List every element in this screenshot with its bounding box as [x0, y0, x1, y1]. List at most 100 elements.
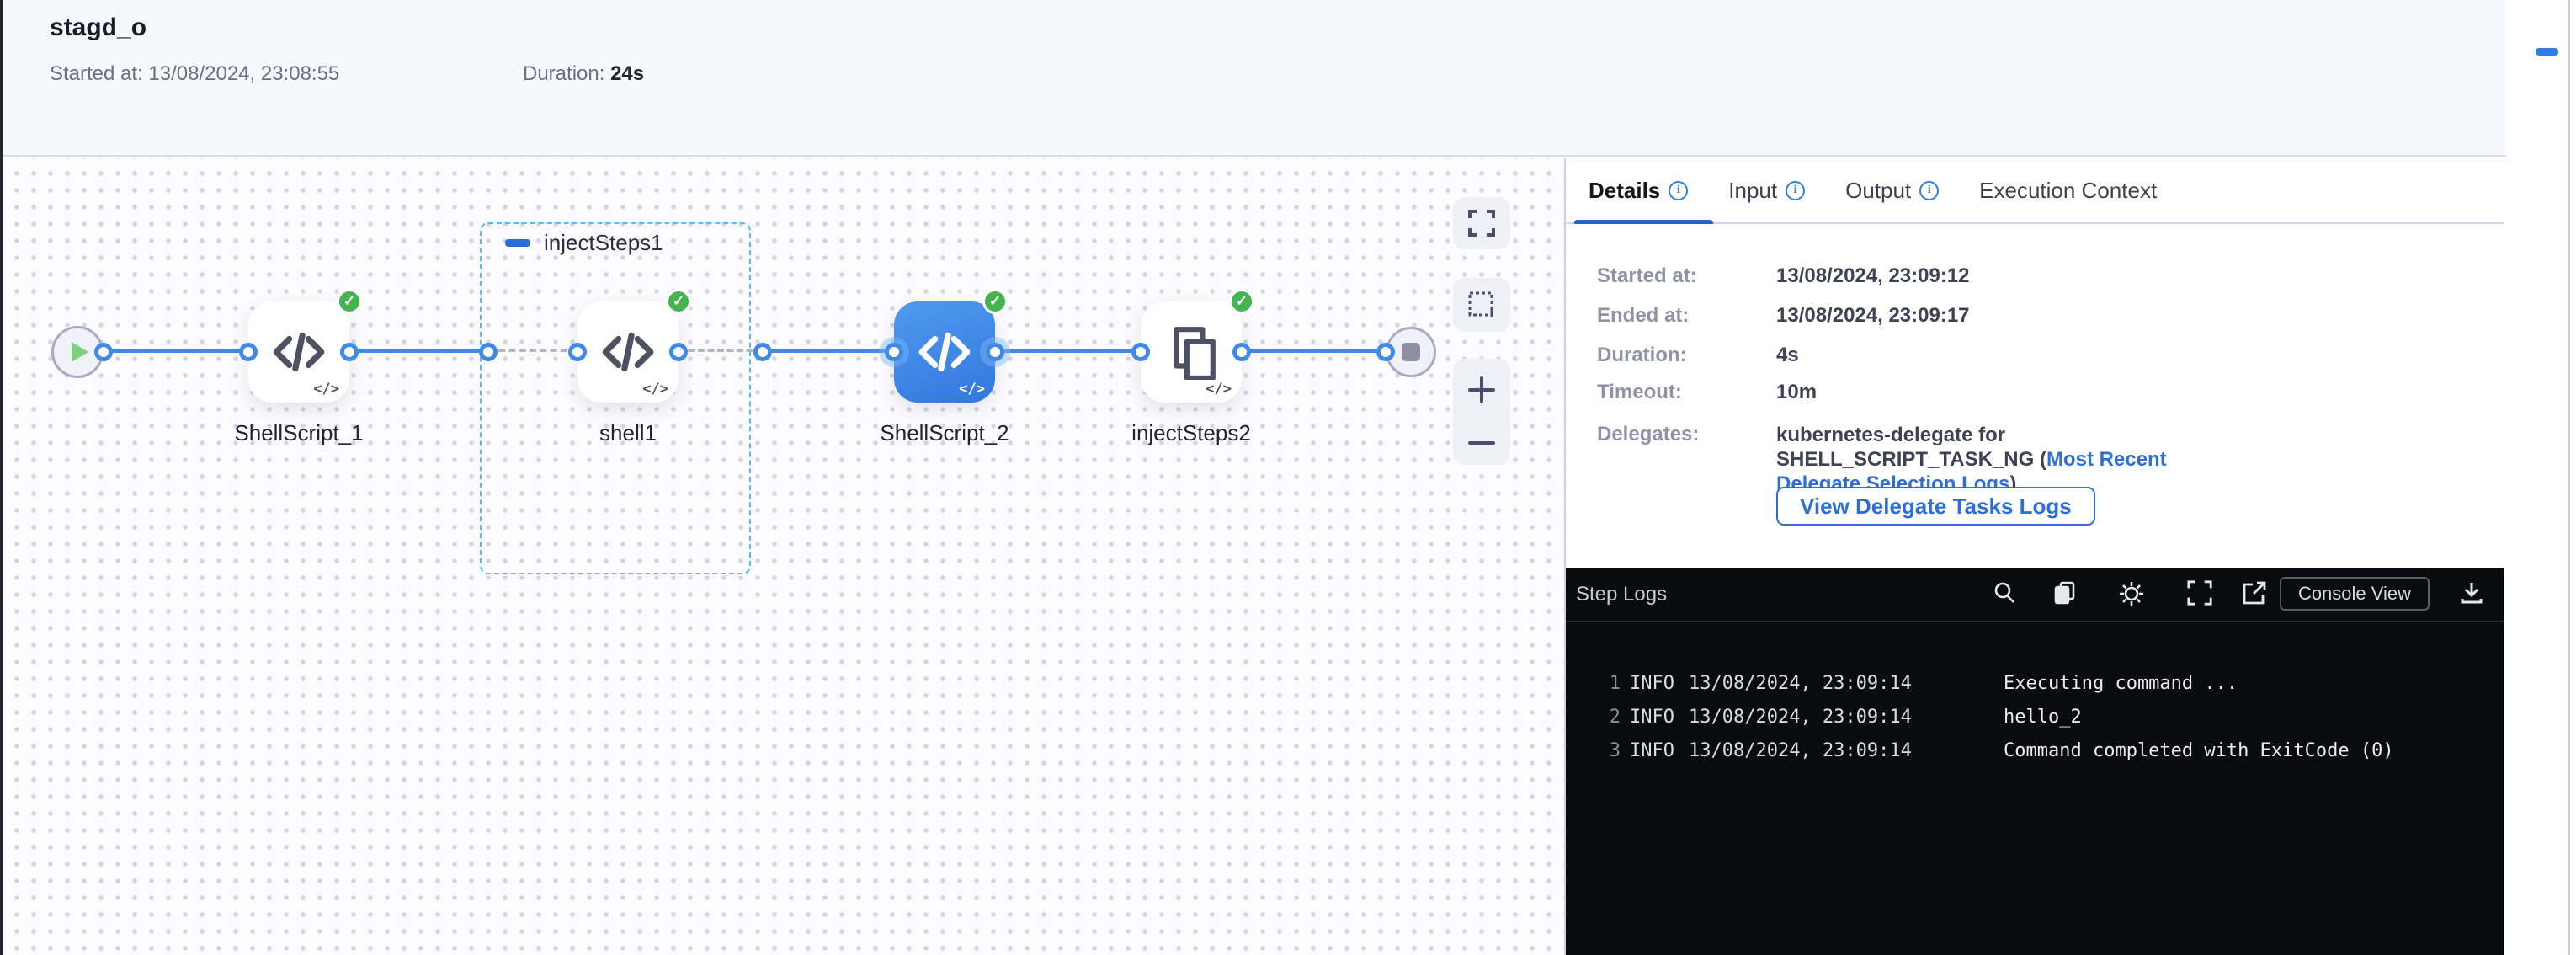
- tab-details[interactable]: Details i: [1589, 177, 1689, 204]
- success-badge: ✓: [666, 289, 691, 314]
- collapse-group-icon[interactable]: [505, 239, 530, 247]
- log-timestamp: 13/08/2024, 23:09:14: [1689, 740, 1912, 761]
- info-icon[interactable]: i: [1919, 180, 1940, 200]
- port[interactable]: [568, 343, 587, 361]
- play-icon: [72, 342, 88, 362]
- view-delegate-tasks-logs-button[interactable]: View Delegate Tasks Logs: [1776, 487, 2095, 526]
- success-badge: ✓: [337, 289, 362, 314]
- console-header: Step Logs Console View: [1566, 568, 2504, 622]
- console-title: Step Logs: [1576, 583, 1668, 606]
- log-level: INFO: [1630, 740, 1674, 761]
- console-view-button[interactable]: Console View: [2280, 577, 2430, 611]
- port[interactable]: [340, 343, 359, 361]
- node-injectsteps2[interactable]: </>: [1141, 301, 1242, 403]
- info-icon[interactable]: i: [1669, 180, 1689, 200]
- copy-steps-icon: [1174, 327, 1216, 380]
- duration-label: Duration:: [523, 62, 611, 85]
- port[interactable]: [986, 343, 1004, 361]
- log-timestamp: 13/08/2024, 23:09:14: [1689, 673, 1912, 694]
- side-strip-divider: [2568, 0, 2570, 955]
- detail-value: 13/08/2024, 23:09:12: [1776, 264, 1970, 287]
- shell-script-type-icon: </>: [642, 381, 668, 397]
- stop-icon: [1402, 343, 1420, 361]
- detail-row-ended: Ended at:13/08/2024, 23:09:17: [1597, 304, 1970, 328]
- fit-to-screen-button[interactable]: [1453, 197, 1510, 249]
- zoom-controls[interactable]: [1453, 359, 1510, 465]
- shell-script-type-icon: </>: [959, 381, 985, 397]
- collapsed-side-strip: [2506, 0, 2576, 955]
- tab-label: Input: [1728, 177, 1778, 203]
- detail-value: 4s: [1776, 344, 1799, 366]
- node-label: injectSteps2: [1131, 420, 1251, 445]
- log-timestamp: 13/08/2024, 23:09:14: [1689, 707, 1912, 728]
- log-level: INFO: [1630, 673, 1674, 694]
- delegate-text: ): [2009, 472, 2017, 495]
- link: [763, 349, 894, 353]
- port[interactable]: [1232, 343, 1251, 361]
- port[interactable]: [479, 343, 498, 361]
- code-icon: [273, 332, 325, 372]
- link: [995, 349, 1141, 353]
- port[interactable]: [94, 343, 113, 361]
- link-dashed: [488, 349, 577, 352]
- marquee-select-icon: [1468, 291, 1493, 317]
- duration-value: 24s: [610, 62, 645, 85]
- code-icon: [602, 332, 654, 372]
- external-link-icon[interactable]: [2241, 579, 2268, 606]
- delegate-text: kubernetes-delegate for SHELL_SCRIPT_TAS…: [1776, 424, 2046, 471]
- copy-icon[interactable]: [2052, 579, 2078, 606]
- search-icon[interactable]: [1991, 579, 2018, 606]
- check-icon: ✓: [672, 293, 685, 309]
- node-label: ShellScript_1: [234, 420, 364, 445]
- zoom-out-icon[interactable]: [1466, 437, 1497, 449]
- window-left-edge: [0, 0, 3, 955]
- link: [349, 349, 488, 353]
- info-icon[interactable]: i: [1786, 180, 1806, 200]
- port[interactable]: [885, 343, 903, 361]
- detail-value: 10m: [1776, 381, 1818, 403]
- port[interactable]: [669, 343, 688, 361]
- log-line-number: 3: [1609, 740, 1621, 761]
- link: [104, 349, 248, 353]
- execution-header: stagd_o Started at: 13/08/2024, 23:08:55…: [0, 0, 2506, 157]
- check-icon: ✓: [988, 293, 1002, 309]
- log-line-number: 1: [1609, 673, 1621, 694]
- node-label: shell1: [599, 420, 657, 445]
- log-message: hello_2: [2004, 707, 2082, 728]
- port[interactable]: [753, 343, 772, 361]
- shell-script-type-icon: </>: [313, 381, 339, 397]
- tab-execution-context[interactable]: Execution Context: [1979, 178, 2157, 204]
- delegates-value: kubernetes-delegate for SHELL_SCRIPT_TAS…: [1776, 423, 2197, 496]
- pipeline-canvas[interactable]: injectSteps1 </> </> </> </> ✓ ✓ ✓ ✓ She…: [0, 158, 1564, 955]
- node-shell1[interactable]: </>: [577, 301, 679, 403]
- download-icon[interactable]: [2458, 579, 2485, 606]
- fullscreen-icon[interactable]: [2186, 579, 2213, 606]
- log-message: Executing command ...: [2004, 673, 2238, 694]
- tab-label: Details: [1589, 177, 1661, 203]
- side-strip-accent: [2536, 48, 2558, 56]
- marquee-select-button[interactable]: [1453, 278, 1510, 332]
- step-group-injectSteps1[interactable]: [480, 222, 751, 574]
- check-icon: ✓: [1235, 293, 1248, 309]
- detail-row-delegates: Delegates:: [1597, 423, 1776, 446]
- active-tab-underline: [1574, 220, 1713, 224]
- stage-title: stagd_o: [50, 13, 147, 41]
- node-shellscript-2-selected[interactable]: </>: [894, 301, 995, 403]
- node-shellscript-1[interactable]: </>: [248, 301, 349, 403]
- gear-icon[interactable]: [2117, 579, 2146, 608]
- link: [1242, 349, 1386, 353]
- success-badge: ✓: [982, 289, 1008, 314]
- detail-row-started: Started at:13/08/2024, 23:09:12: [1597, 264, 1970, 288]
- tab-label: Output: [1845, 177, 1912, 203]
- port[interactable]: [1376, 343, 1395, 361]
- port[interactable]: [1131, 343, 1150, 361]
- port[interactable]: [239, 343, 258, 361]
- zoom-in-icon[interactable]: [1466, 375, 1497, 405]
- detail-row-timeout: Timeout:10m: [1597, 381, 1817, 404]
